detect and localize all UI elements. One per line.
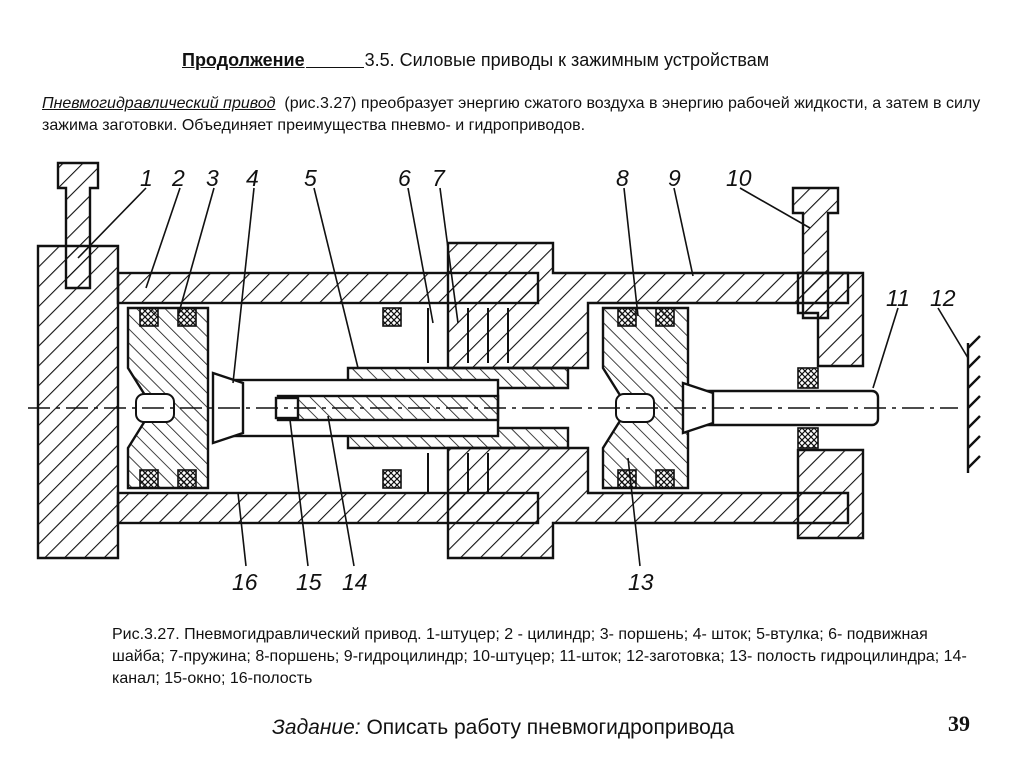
label-7: 7 — [432, 165, 446, 191]
intro-term: Пневмогидравлический привод — [42, 95, 276, 112]
label-15: 15 — [296, 569, 322, 595]
seal — [655, 469, 675, 489]
slide-title: Продолжение 3.5. Силовые приводы к зажимн… — [182, 50, 769, 71]
rod-11-head — [681, 381, 715, 435]
left-end-cap — [36, 244, 120, 560]
intro-paragraph: Пневмогидравлический привод (рис.3.27) п… — [42, 93, 1002, 137]
page-number: 39 — [948, 711, 970, 736]
label-9: 9 — [668, 165, 681, 191]
label-4: 4 — [246, 165, 259, 191]
task-line: Задание: Описать работу пневмогидроприво… — [272, 716, 734, 740]
seal — [139, 469, 159, 489]
continuation-label: Продолжение — [182, 50, 305, 70]
pneumohydraulic-drive-drawing: 1 2 3 4 5 6 7 8 9 10 11 12 13 14 15 16 — [28, 161, 981, 595]
right-end-cap-lower — [796, 448, 865, 540]
intro-text: (рис.3.27) преобразует энергию сжатого в… — [42, 95, 981, 134]
task-label: Задание: — [272, 716, 361, 739]
seal — [617, 307, 637, 327]
task-text: Описать работу пневмогидропривода — [366, 716, 735, 739]
label-12: 12 — [930, 285, 956, 311]
label-5: 5 — [304, 165, 317, 191]
label-13: 13 — [628, 569, 654, 595]
figure-caption: Рис.3.27. Пневмогидравлический привод. 1… — [112, 626, 967, 687]
seal — [797, 427, 819, 449]
seal — [382, 469, 402, 489]
label-8: 8 — [616, 165, 629, 191]
seal — [139, 307, 159, 327]
label-2: 2 — [171, 165, 185, 191]
seal — [655, 307, 675, 327]
seal — [177, 469, 197, 489]
label-10: 10 — [726, 165, 752, 191]
label-1: 1 — [140, 165, 153, 191]
section-title: 3.5. Силовые приводы к зажимным устройст… — [364, 50, 770, 70]
label-6: 6 — [398, 165, 411, 191]
seal — [382, 307, 402, 327]
label-3: 3 — [206, 165, 219, 191]
fitting-10 — [791, 186, 840, 320]
label-16: 16 — [232, 569, 258, 595]
fitting-1 — [56, 161, 100, 290]
seal — [617, 469, 637, 489]
seal — [797, 367, 819, 389]
spring-7-top — [427, 308, 509, 363]
title-underline-gap — [305, 53, 364, 68]
label-14: 14 — [342, 569, 368, 595]
label-11: 11 — [886, 285, 910, 311]
seal — [177, 307, 197, 327]
spring-7-bottom — [427, 453, 489, 493]
